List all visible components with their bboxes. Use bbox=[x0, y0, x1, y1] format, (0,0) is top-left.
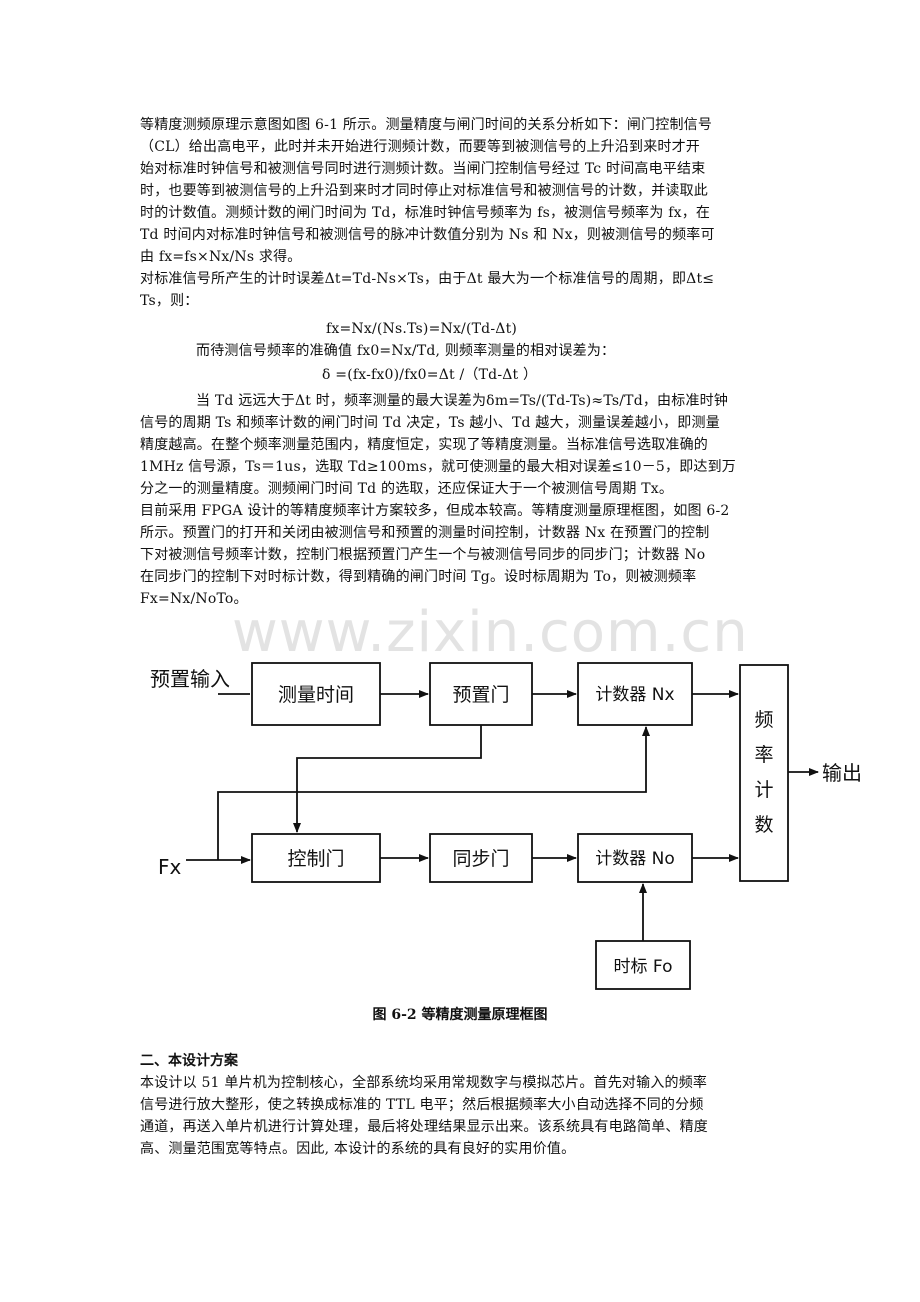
label-output: 输出 bbox=[822, 761, 862, 785]
text-line: 始对标准时钟信号和被测信号同时进行测频计数。当闸门控制信号经过 Tc 时间高电平… bbox=[140, 161, 706, 177]
text-line: 精度越高。在整个频率测量范围内，精度恒定，实现了等精度测量。当标准信号选取准确的 bbox=[140, 437, 708, 453]
text-line: 等精度测频原理示意图如图 6-1 所示。测量精度与闸门时间的关系分析如下：闸门控… bbox=[140, 117, 713, 133]
text-line: （CL）给出高电平，此时并未开始进行测频计数，而要等到被测信号的上升沿到来时才开 bbox=[140, 139, 701, 155]
block-counter-nx-label: 计数器 Nx bbox=[595, 685, 674, 705]
block-diagram: 预置输入 Fx 输出 测量时间 预置门 计数器 Nx 控制门 同步门 计数器 N… bbox=[150, 662, 862, 990]
block-preset-gate-label: 预置门 bbox=[452, 684, 509, 706]
text-line: 当 Td 远远大于Δt 时，频率测量的最大误差为δm=Ts/(Td-Ts)≈Ts… bbox=[196, 393, 729, 409]
text-line: 分之一的测量精度。测频闸门时间 Td 的选取，还应保证大于一个被测信号周期 Tx… bbox=[140, 481, 674, 497]
text-line: 下对被测信号频率计数，控制门根据预置门产生一个与被测信号同步的同步门；计数器 N… bbox=[140, 547, 706, 563]
block-freq-calc bbox=[739, 664, 789, 882]
text-line: 信号进行放大整形，使之转换成标准的 TTL 电平；然后根据频率大小自动选择不同的… bbox=[140, 1097, 704, 1113]
block-measure-time-label: 测量时间 bbox=[278, 684, 354, 706]
text-line: 对标准信号所产生的计时误差Δt=Td-Ns×Ts，由于Δt 最大为一个标准信号的… bbox=[140, 271, 715, 287]
block-clock-fo-label: 时标 Fo bbox=[614, 957, 673, 977]
label-preset-input: 预置输入 bbox=[150, 667, 230, 691]
text-line: Td 时间内对标准时钟信号和被测信号的脉冲计数值分别为 Ns 和 Nx，则被测信… bbox=[140, 227, 715, 243]
text-line: 时，也要等到被测信号的上升沿到来时才同时停止对标准信号和被测信号的计数，并读取此 bbox=[140, 183, 708, 199]
text-line: 通道，再送入单片机进行计算处理，最后将处理结果显示出来。该系统具有电路简单、精度 bbox=[140, 1119, 708, 1135]
paragraph-relative-error: 而待测信号频率的准确值 fx0=Nx/Td, 则频率测量的相对误差为： bbox=[196, 343, 616, 359]
formula-delta: δ =(fx-fx0)/fx0=Δt /（Td-Δt ） bbox=[322, 367, 538, 383]
block-counter-no-label: 计数器 No bbox=[595, 849, 675, 869]
text-line: 所示。预置门的打开和关闭由被测信号和预置的测量时间控制，计数器 Nx 在预置门的… bbox=[140, 525, 710, 541]
text-line: 由 fx=fs×Nx/Ns 求得。 bbox=[140, 249, 302, 265]
block-control-gate-label: 控制门 bbox=[287, 848, 344, 870]
text-line: Ts，则： bbox=[140, 293, 199, 309]
block-freq-calc-label: 率 bbox=[754, 744, 773, 766]
block-freq-calc-label: 数 bbox=[754, 814, 773, 836]
formula-fx: fx=Nx/(Ns.Ts)=Nx/(Td-Δt) bbox=[326, 321, 518, 337]
section-heading: 二、本设计方案 bbox=[140, 1053, 238, 1069]
block-freq-calc-label: 计 bbox=[754, 779, 773, 801]
text-line: 目前采用 FPGA 设计的等精度频率计方案较多，但成本较高。等精度测量原理框图，… bbox=[140, 503, 730, 519]
figure-caption: 图 6-2 等精度测量原理框图 bbox=[372, 1007, 548, 1023]
text-line: 高、测量范围宽等特点。因此, 本设计的系统的具有良好的实用价值。 bbox=[140, 1141, 576, 1157]
text-line: 信号的周期 Ts 和频率计数的闸门时间 Td 决定，Ts 越小、Td 越大，测量… bbox=[140, 415, 720, 431]
watermark: www.zixin.com.cn bbox=[232, 600, 749, 665]
text-line: 时的计数值。测频计数的闸门时间为 Td，标准时钟信号频率为 fs，被测信号频率为… bbox=[140, 205, 711, 221]
label-fx-input: Fx bbox=[158, 855, 182, 879]
text-line: 本设计以 51 单片机为控制核心，全部系统均采用常规数字与模拟芯片。首先对输入的… bbox=[140, 1075, 708, 1091]
block-freq-calc-label: 频 bbox=[754, 709, 773, 731]
text-line: Fx=Nx/NoTo。 bbox=[140, 591, 248, 607]
text-line: 1MHz 信号源，Ts＝1us，选取 Td≥100ms，就可使测量的最大相对误差… bbox=[140, 459, 737, 475]
text-line: 在同步门的控制下对时标计数，得到精确的闸门时间 Tg。设时标周期为 To，则被测… bbox=[140, 569, 697, 585]
block-sync-gate-label: 同步门 bbox=[452, 848, 509, 870]
